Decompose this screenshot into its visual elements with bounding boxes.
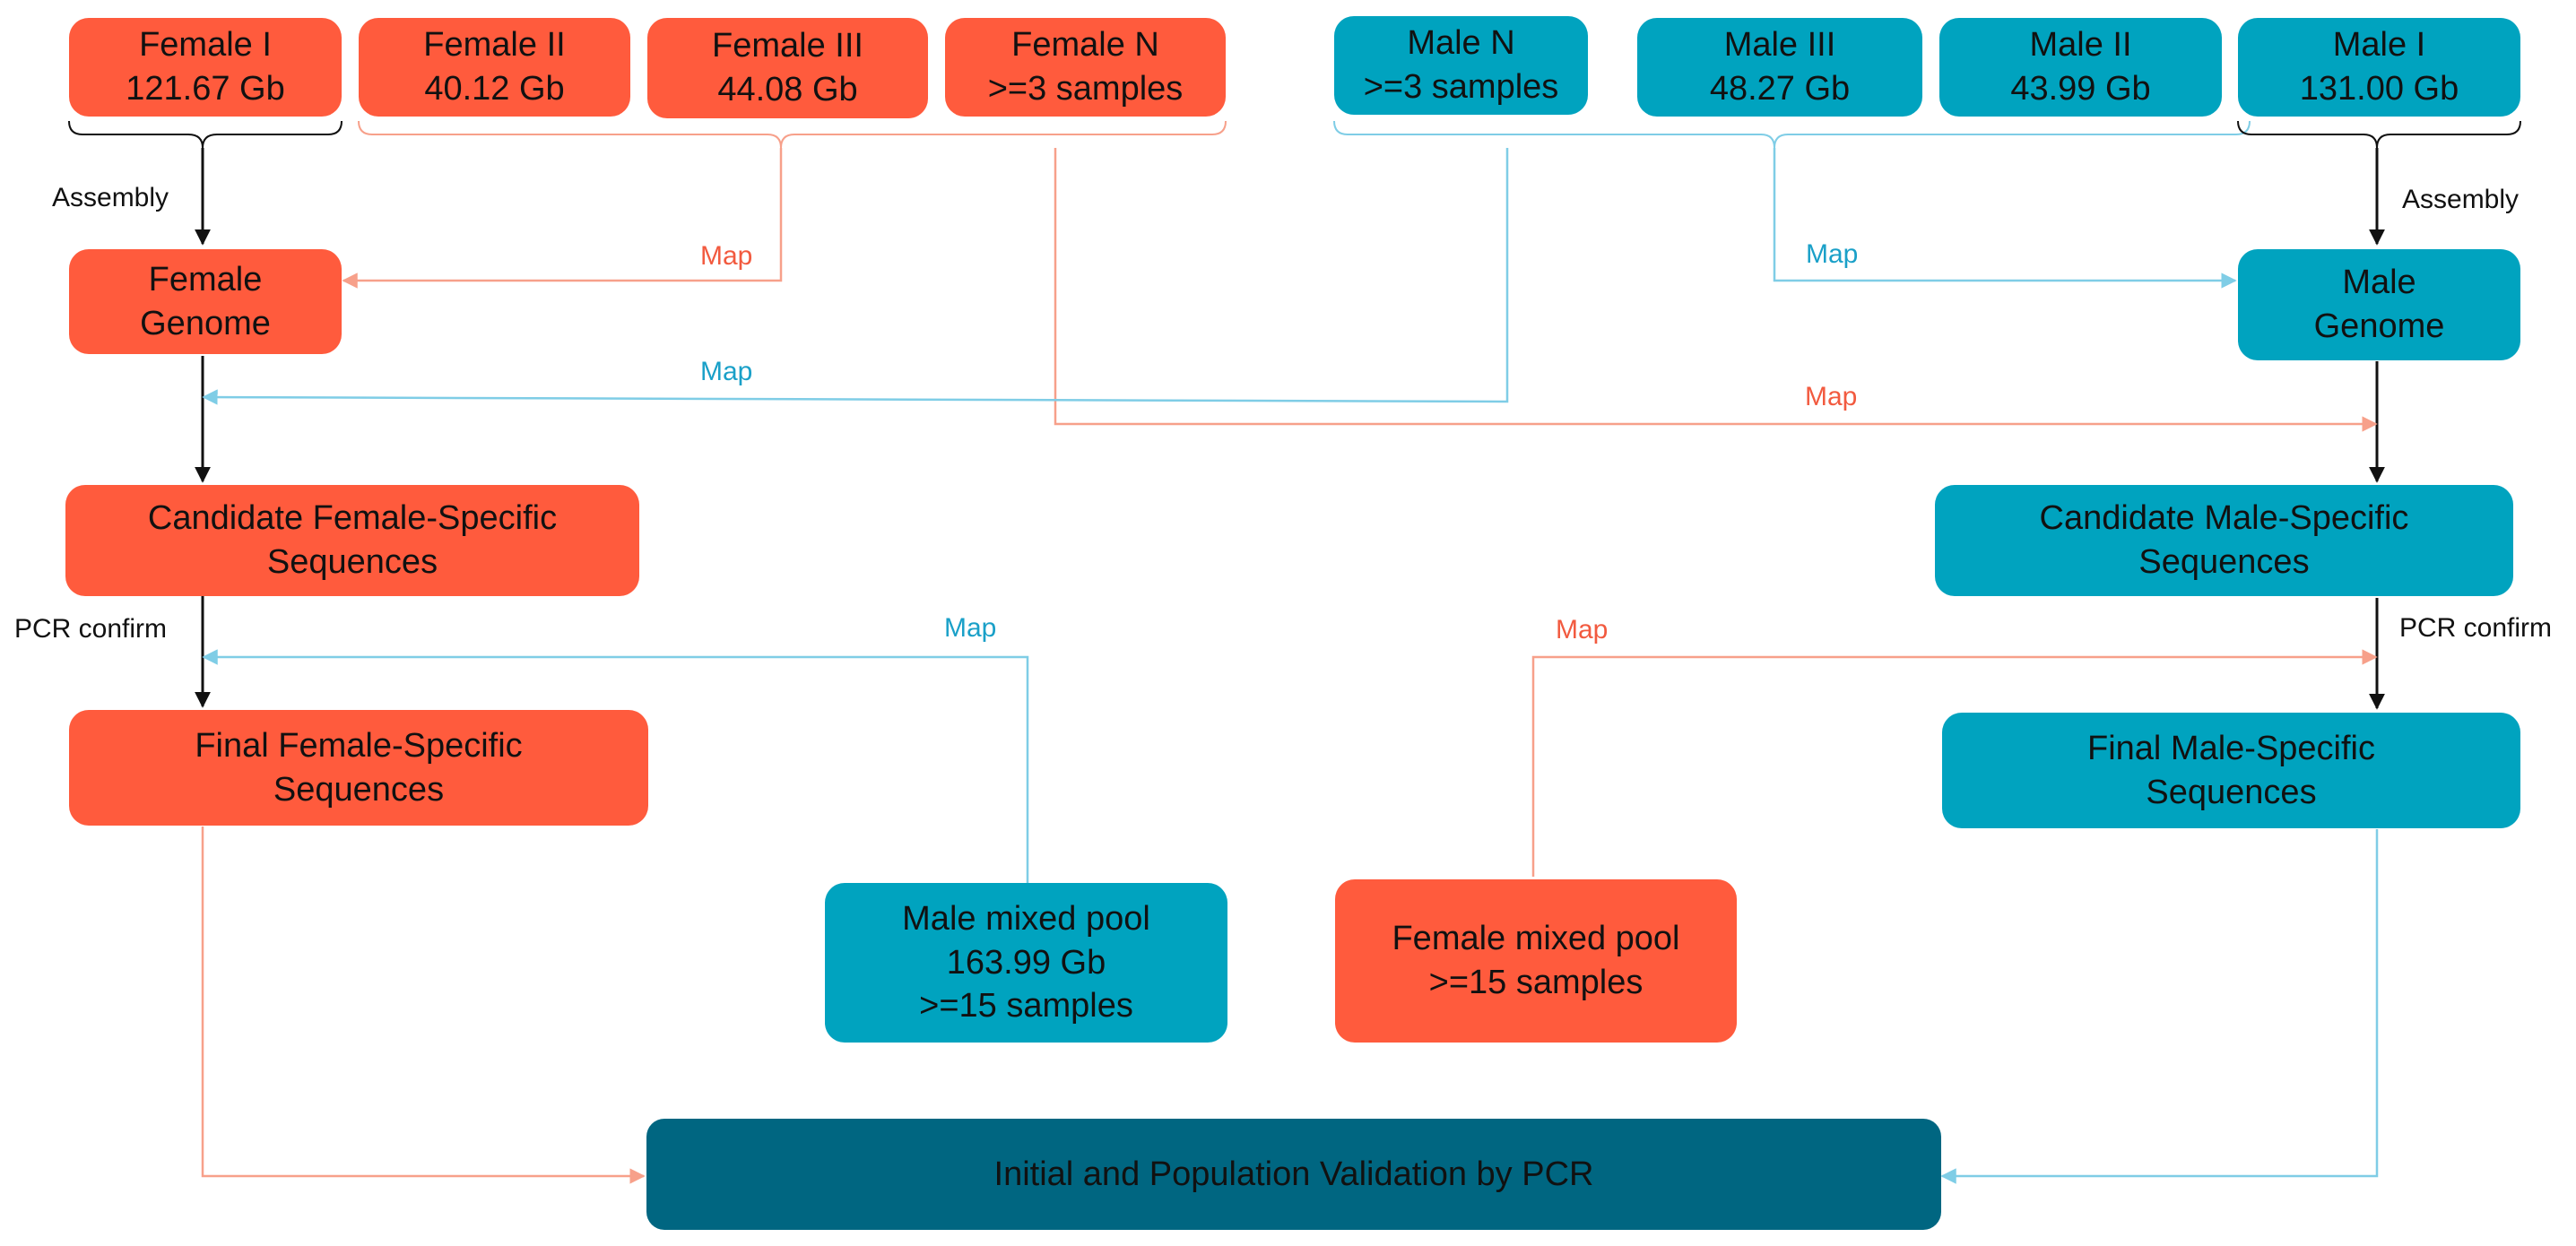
female-pool-line1: Female mixed pool: [1392, 920, 1680, 958]
candidate-female-line2: Sequences: [266, 543, 438, 581]
map-label-male-pool: Map: [944, 613, 997, 643]
female-assembly-label: Assembly: [52, 183, 169, 212]
female-n-sample-box: Female N >=3 samples: [945, 18, 1226, 117]
candidate-female-line1: Candidate Female-Specific: [147, 499, 558, 538]
female-pool-to-male-final-connector: [1531, 649, 2378, 877]
validation-text: Initial and Population Validation by PCR: [993, 1155, 1594, 1193]
final-female-specific-box: Final Female-Specific Sequences: [69, 710, 648, 826]
candidate-male-line2: Sequences: [2138, 543, 2310, 581]
male-group-brace: [1333, 120, 2251, 149]
female-ii-sample-box: Female II 40.12 Gb: [359, 18, 630, 117]
male-pool-line2: 163.99 Gb: [946, 943, 1106, 982]
map-label-female-reads: Map: [700, 241, 753, 271]
male-n-sample-box: Male N >=3 samples: [1334, 16, 1588, 115]
female-genome-line2: Genome: [140, 304, 271, 342]
candidate-female-specific-box: Candidate Female-Specific Sequences: [65, 485, 639, 596]
sample-size: 44.08 Gb: [717, 71, 858, 108]
male-genome-box: Male Genome: [2238, 249, 2520, 360]
sample-size: 43.99 Gb: [2010, 70, 2151, 108]
male-pool-line3: >=15 samples: [919, 987, 1133, 1025]
final-male-specific-box: Final Male-Specific Sequences: [1942, 713, 2520, 828]
validation-box: Initial and Population Validation by PCR: [646, 1119, 1941, 1230]
final-female-line1: Final Female-Specific: [195, 726, 523, 765]
sample-name: Female III: [712, 27, 863, 65]
male-final-to-validation-connector: [1940, 829, 2379, 1184]
sample-size: >=3 samples: [1363, 68, 1559, 106]
female-i-sample-box: Female I 121.67 Gb: [69, 18, 342, 117]
sample-size: 48.27 Gb: [1709, 70, 1851, 108]
female-final-to-validation-connector: [201, 826, 646, 1184]
female-i-brace: [68, 120, 343, 149]
map-label-female-pool: Map: [1556, 615, 1609, 645]
female-pcr-confirm-label: PCR confirm: [14, 614, 168, 644]
female-iii-sample-box: Female III 44.08 Gb: [647, 18, 928, 118]
male-n-to-female-genome-connector: [202, 148, 1509, 405]
female-n-to-male-genome-connector: [1054, 148, 2378, 432]
male-reads-to-male-genome-connector: [1773, 148, 2237, 289]
sample-name: Male I: [2332, 26, 2426, 65]
map-label-male-n: Map: [700, 357, 753, 386]
female-pool-line2: >=15 samples: [1428, 964, 1644, 1001]
sample-name: Male II: [2029, 26, 2132, 65]
sample-name: Male III: [1723, 26, 1836, 65]
female-genome-box: Female Genome: [69, 249, 342, 354]
map-label-female-n: Map: [1805, 382, 1858, 411]
sample-size: >=3 samples: [987, 70, 1184, 108]
final-female-line2: Sequences: [273, 770, 445, 809]
male-genome-line2: Genome: [2313, 307, 2445, 345]
final-male-line2: Sequences: [2146, 773, 2317, 811]
female-group-brace: [358, 120, 1227, 149]
female-reads-to-female-genome-connector: [342, 148, 783, 289]
sample-name: Male N: [1407, 24, 1515, 63]
sample-size: 121.67 Gb: [126, 70, 285, 108]
sample-size: 131.00 Gb: [2299, 70, 2459, 108]
male-iii-sample-box: Male III 48.27 Gb: [1637, 18, 1922, 117]
male-i-brace: [2237, 120, 2521, 149]
sample-name: Female II: [423, 26, 566, 65]
sample-name: Female I: [139, 26, 272, 65]
male-genome-line1: Male: [2342, 264, 2416, 302]
sample-name: Female N: [1011, 26, 1159, 65]
female-mixed-pool-box: Female mixed pool >=15 samples: [1335, 879, 1737, 1043]
map-label-male-reads: Map: [1806, 239, 1859, 269]
male-mixed-pool-box: Male mixed pool 163.99 Gb >=15 samples: [825, 883, 1227, 1043]
female-genome-line1: Female: [148, 260, 263, 299]
male-pcr-confirm-label: PCR confirm: [2399, 613, 2553, 643]
male-i-sample-box: Male I 131.00 Gb: [2238, 18, 2520, 117]
candidate-male-line1: Candidate Male-Specific: [2039, 499, 2409, 538]
male-assembly-label: Assembly: [2402, 185, 2520, 214]
male-pool-to-female-final-connector: [202, 649, 1029, 883]
male-ii-sample-box: Male II 43.99 Gb: [1939, 18, 2222, 117]
candidate-male-specific-box: Candidate Male-Specific Sequences: [1935, 485, 2513, 596]
final-male-line1: Final Male-Specific: [2087, 729, 2375, 767]
sample-size: 40.12 Gb: [424, 70, 565, 108]
male-pool-line1: Male mixed pool: [902, 900, 1150, 939]
